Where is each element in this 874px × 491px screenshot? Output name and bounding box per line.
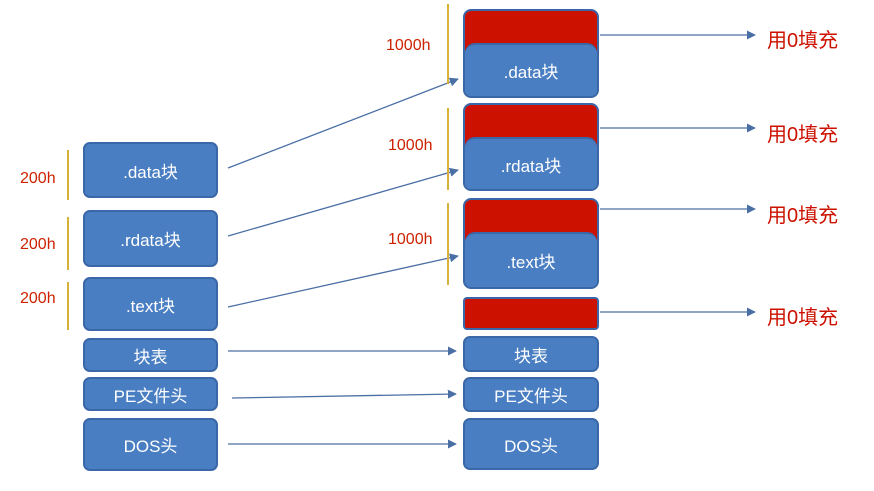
right-data-section: .data块 xyxy=(463,9,599,98)
arrow-rdata xyxy=(227,167,459,237)
left-data-bracket xyxy=(67,150,69,200)
arrow-pe-header xyxy=(231,389,457,399)
right-text-section: .text块 xyxy=(463,198,599,289)
left-text-bracket xyxy=(67,282,69,330)
right-data-block: .data块 xyxy=(465,43,597,96)
fill-label-4: 用0填充 xyxy=(767,307,839,329)
right-rdata-block: .rdata块 xyxy=(465,137,597,189)
right-data-size: 1000h xyxy=(386,37,431,54)
right-header-padding xyxy=(463,297,599,330)
right-text-bracket xyxy=(447,203,449,285)
right-dos-header: DOS头 xyxy=(463,418,599,470)
left-rdata-bracket xyxy=(67,217,69,270)
right-data-bracket xyxy=(447,4,449,84)
right-block-table: 块表 xyxy=(463,336,599,372)
right-rdata-section: .rdata块 xyxy=(463,103,599,191)
right-text-block: .text块 xyxy=(465,232,597,287)
right-text-size: 1000h xyxy=(388,231,433,248)
fill-label-1: 用0填充 xyxy=(767,30,839,52)
left-text-block: .text块 xyxy=(83,277,218,331)
left-block-table: 块表 xyxy=(83,338,218,372)
fill-label-2: 用0填充 xyxy=(767,124,839,146)
arrow-text xyxy=(227,253,459,308)
left-data-size: 200h xyxy=(20,170,56,187)
right-pe-header: PE文件头 xyxy=(463,377,599,412)
arrow-data xyxy=(227,77,459,169)
left-rdata-size: 200h xyxy=(20,236,56,253)
fill-label-3: 用0填充 xyxy=(767,205,839,227)
left-dos-header: DOS头 xyxy=(83,418,218,471)
left-data-block: .data块 xyxy=(83,142,218,198)
left-pe-header: PE文件头 xyxy=(83,377,218,411)
left-rdata-block: .rdata块 xyxy=(83,210,218,267)
left-text-size: 200h xyxy=(20,290,56,307)
right-rdata-bracket xyxy=(447,108,449,190)
right-rdata-size: 1000h xyxy=(388,137,433,154)
